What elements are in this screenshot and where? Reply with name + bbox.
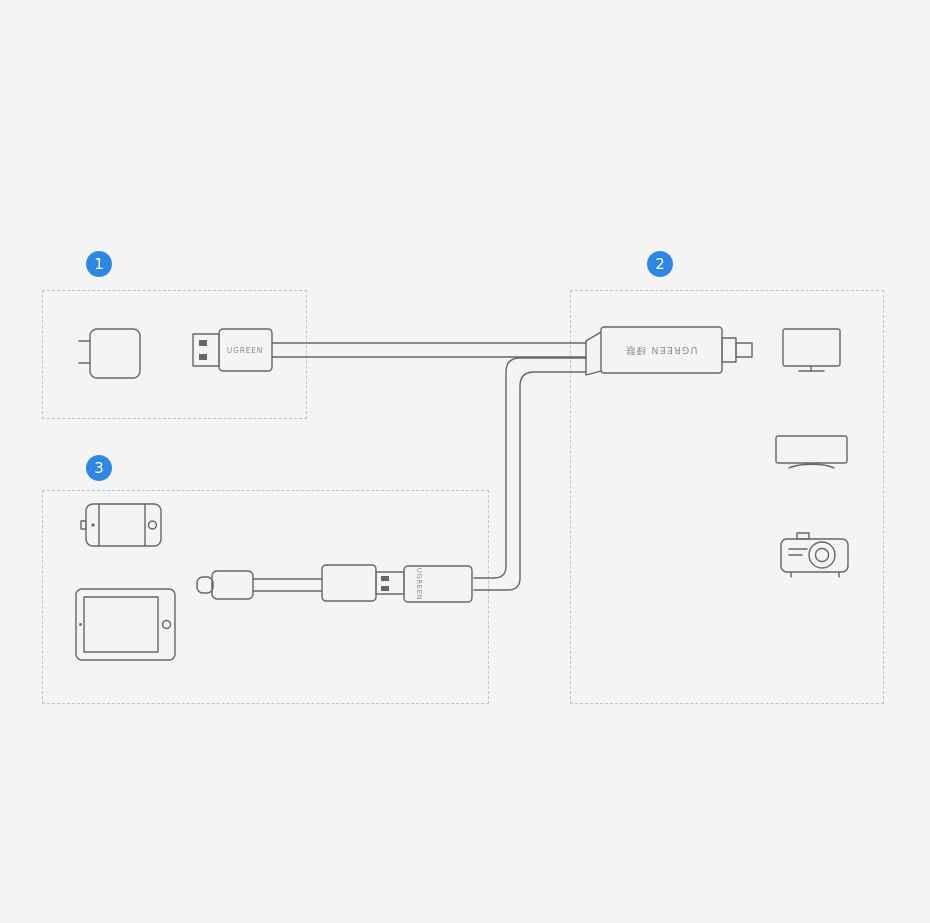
step-badge-2: 2 — [647, 251, 673, 277]
step-badge-1: 1 — [86, 251, 112, 277]
projector-icon — [780, 532, 849, 578]
tablet-icon — [75, 588, 176, 661]
usb-a-connector-icon — [321, 564, 405, 602]
phone-icon — [80, 503, 162, 547]
power-cable — [271, 342, 587, 358]
step-badge-3: 3 — [86, 455, 112, 481]
usb-c-cable-icon — [196, 570, 323, 600]
adapter-brand-label: UGREEN — [415, 568, 423, 601]
converter-brand-label: UGREEN 绿联 — [625, 344, 698, 356]
usb-female-adapter-icon: UGREEN — [403, 565, 473, 603]
usb-a-plug-icon: UGREEN — [192, 328, 273, 372]
display-devices-box — [570, 290, 884, 704]
monitor-icon — [775, 435, 848, 469]
mobile-devices-box — [42, 490, 489, 704]
power-plug-brand-label: UGREEN — [227, 346, 263, 355]
power-source-box — [42, 290, 307, 419]
branch-cable — [473, 357, 587, 591]
wall-charger-icon — [78, 328, 141, 379]
hdmi-converter-icon: UGREEN 绿联 — [585, 326, 753, 376]
tv-icon — [782, 328, 841, 372]
